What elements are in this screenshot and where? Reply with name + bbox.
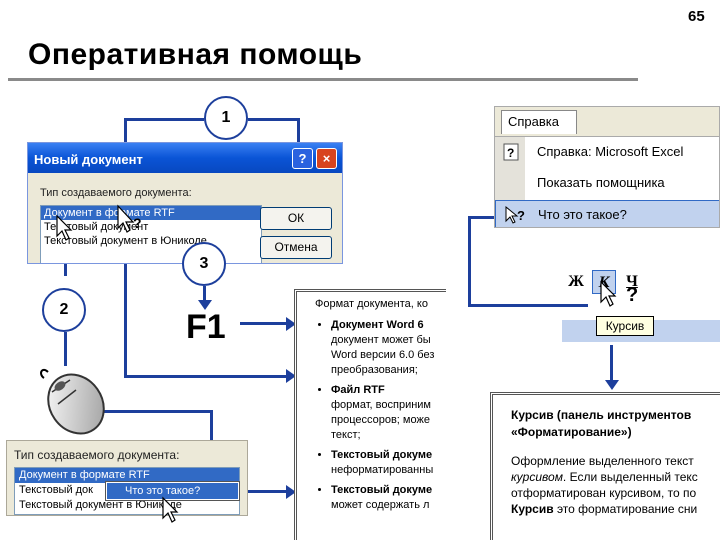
title-divider — [8, 78, 638, 81]
ok-button[interactable]: ОК — [260, 207, 332, 230]
connector-line — [203, 286, 206, 306]
connector-line — [240, 322, 290, 325]
bold-button[interactable]: Ж — [568, 273, 584, 290]
help-title-line: Курсив (панель инструментов — [511, 408, 692, 422]
help-entry: Файл RTF формат, восприним процессоров; … — [331, 383, 446, 443]
help-entry-text: процессоров; може — [331, 414, 430, 426]
help-body-italic: курсивом — [511, 470, 563, 484]
connector-line — [468, 216, 471, 306]
connector-line — [124, 118, 204, 121]
slide-title: Оперативная помощь — [28, 38, 363, 71]
menu-item-show-assistant[interactable]: Показать помощника — [495, 169, 719, 197]
document-type-panel: Тип создаваемого документа: Документ в ф… — [6, 440, 248, 516]
list-item[interactable]: Документ в формате RTF — [41, 206, 261, 220]
document-type-label: Тип создаваемого документа: — [14, 448, 180, 462]
step-1-marker: 1 — [204, 96, 248, 140]
italic-help-popup: Курсив (панель инструментов «Форматирова… — [490, 392, 720, 540]
whats-this-icon: ? — [504, 205, 528, 227]
document-type-label: Тип создаваемого документа: — [40, 187, 192, 199]
mouse-icon — [40, 368, 105, 435]
help-entry-text: текст; — [331, 429, 361, 441]
help-entry: Текстовый докуме может содержать л — [331, 483, 446, 513]
help-entry-text: может содержать л — [331, 499, 430, 511]
list-item[interactable]: Документ в формате RTF — [15, 468, 239, 483]
menu-item-label: Показать помощника — [537, 175, 665, 190]
list-item[interactable]: Текстовый документ в Юникоде — [44, 235, 207, 247]
underline-button[interactable]: Ч — [626, 273, 638, 290]
list-item[interactable]: Текстовый док — [19, 484, 93, 496]
cursor-icon: ? — [117, 204, 142, 233]
help-entry-text: документ может бы — [331, 334, 431, 346]
menu-item-label: Справка: Microsoft Excel — [537, 144, 684, 159]
help-entry-text: Word версии 6.0 без — [331, 349, 435, 361]
page-number: 65 — [688, 8, 705, 25]
connector-line — [64, 332, 67, 366]
connector-line — [610, 345, 613, 383]
help-entry: Документ Word 6 документ может бы Word в… — [331, 318, 446, 378]
step-2-marker: 2 — [42, 288, 86, 332]
svg-text:?: ? — [517, 208, 525, 223]
help-entry-title: Текстовый докуме — [331, 484, 433, 496]
help-book-icon: ? — [503, 143, 519, 164]
arrowhead — [286, 317, 296, 331]
help-entry-title: Файл RTF — [331, 384, 385, 396]
help-body-line: Оформление выделенного текст — [511, 454, 694, 468]
new-document-dialog: Новый документ ? × Тип создаваемого доку… — [27, 142, 343, 264]
step-3-marker: 3 — [182, 242, 226, 286]
connector-line — [210, 410, 213, 466]
cursor-icon — [600, 280, 617, 307]
context-whats-this-item[interactable]: Что это такое? — [105, 481, 240, 501]
menu-item-whats-this[interactable]: ? Что это такое? — [495, 200, 719, 227]
help-body-line: . Если выделенный текс — [562, 470, 698, 484]
connector-line — [100, 410, 212, 413]
arrowhead — [286, 369, 296, 383]
connector-line — [238, 490, 288, 493]
dialog-title: Новый документ — [34, 152, 143, 167]
menu-item-excel-help[interactable]: ? Справка: Microsoft Excel — [495, 138, 719, 166]
dialog-titlebar: Новый документ ? × — [28, 143, 342, 173]
cursor-icon — [56, 214, 73, 241]
cancel-button[interactable]: Отмена — [260, 236, 332, 259]
connector-line — [297, 118, 300, 142]
help-body-line: это форматирование сни — [553, 502, 698, 516]
help-entry-text: формат, восприним — [331, 399, 431, 411]
italic-help-title: Курсив (панель инструментов «Форматирова… — [493, 395, 720, 441]
f1-key-label: F1 — [186, 308, 226, 346]
svg-text:?: ? — [507, 146, 514, 160]
help-popup: Формат документа, ко Документ Word 6 док… — [294, 289, 446, 540]
arrowhead — [286, 485, 296, 499]
menu-help[interactable]: Справка — [501, 110, 577, 134]
list-item[interactable]: Текстовый документ в Юникоде — [19, 499, 182, 511]
help-button[interactable]: ? — [292, 148, 313, 169]
help-entry-title: Документ Word 6 — [331, 319, 424, 331]
document-type-list[interactable]: Документ в формате RTF Текстовый докумен… — [40, 205, 262, 263]
close-button[interactable]: × — [316, 148, 337, 169]
connector-line — [124, 375, 289, 378]
help-entry: Текстовый докуме неформатированны — [331, 448, 446, 478]
connector-line — [248, 118, 300, 121]
menu-bar: Справка — [495, 107, 719, 137]
whats-this-question-mark: ? — [626, 284, 639, 306]
help-entry-text: преобразования; — [331, 364, 418, 376]
italic-help-body: Оформление выделенного текст курсивом. Е… — [493, 441, 720, 517]
help-title-line: «Форматирование») — [511, 425, 632, 439]
help-body-bold: Курсив — [511, 502, 554, 516]
help-popup-title: Формат документа, ко — [315, 298, 428, 310]
help-entry-text: неформатированны — [331, 464, 434, 476]
help-entry-title: Текстовый докуме — [331, 449, 433, 461]
help-menu: Справка ? Справка: Microsoft Excel Показ… — [494, 106, 720, 228]
help-body-line: отформатирован курсивом, то по — [511, 486, 697, 500]
arrowhead — [605, 380, 619, 390]
italic-tooltip: Курсив — [596, 316, 654, 336]
svg-text:?: ? — [133, 215, 142, 231]
arrowhead — [198, 300, 212, 310]
cursor-icon — [162, 496, 179, 523]
menu-item-label: Что это такое? — [538, 207, 627, 222]
connector-line — [468, 216, 498, 219]
connector-line — [468, 304, 588, 307]
